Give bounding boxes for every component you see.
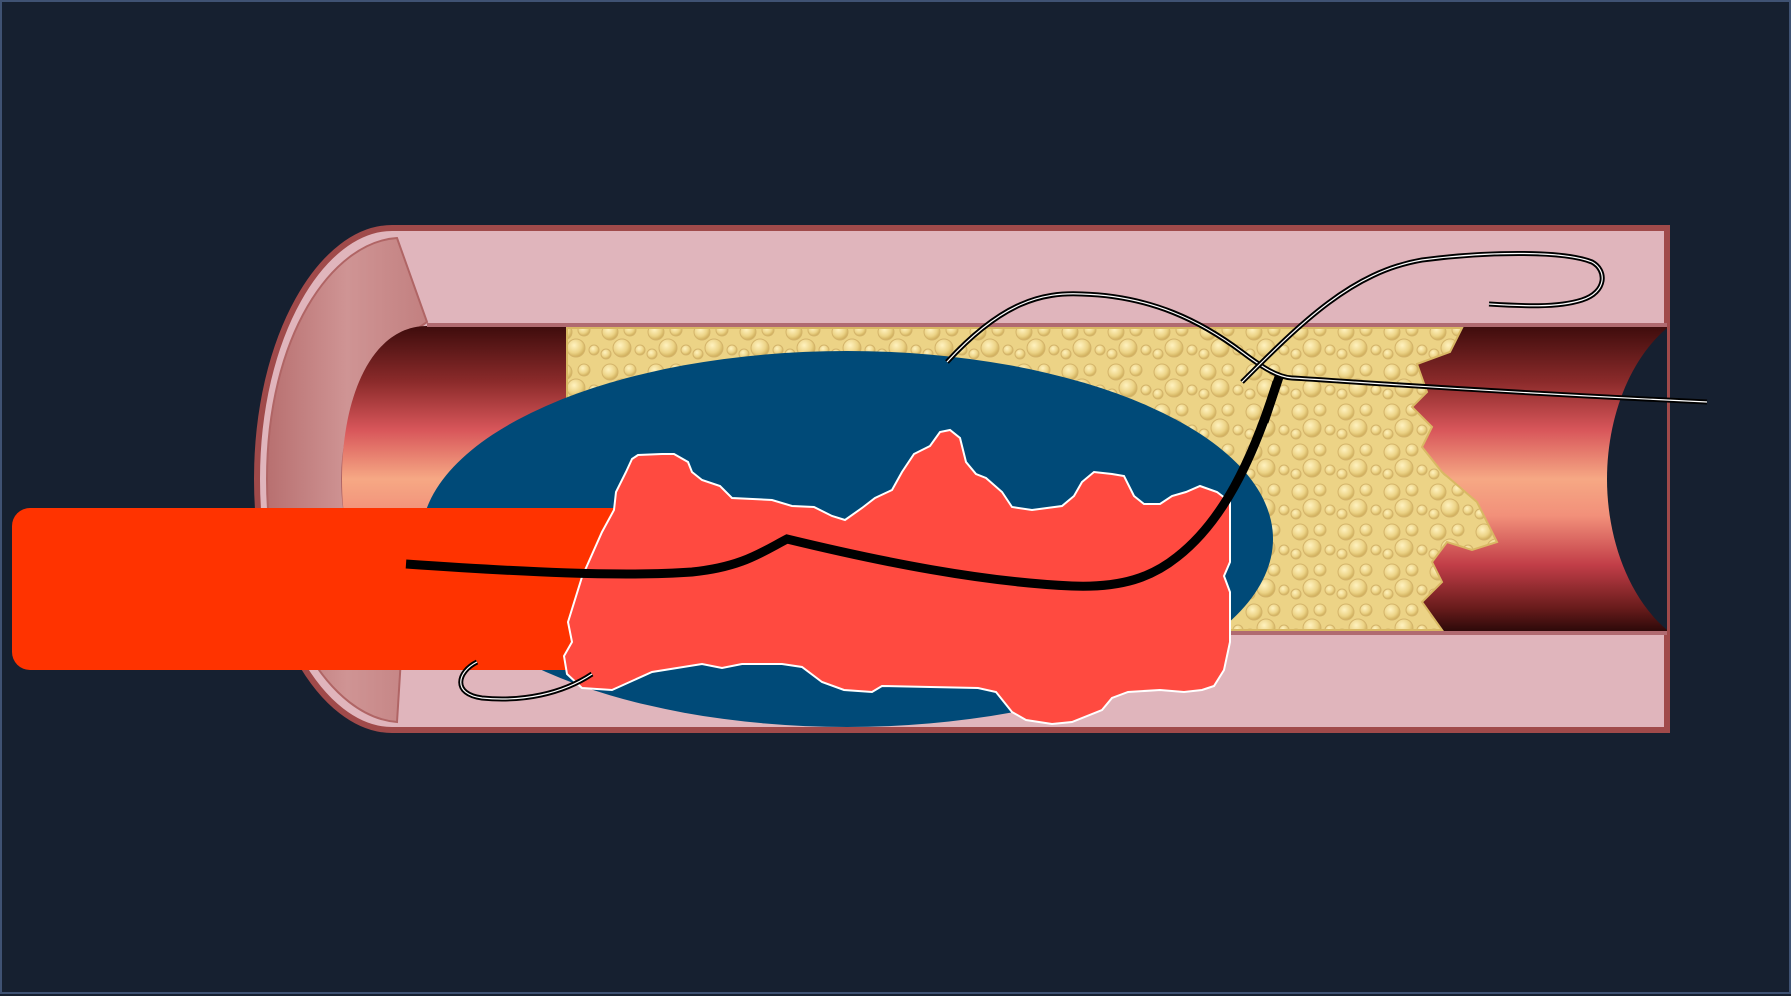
catheter <box>12 508 652 670</box>
